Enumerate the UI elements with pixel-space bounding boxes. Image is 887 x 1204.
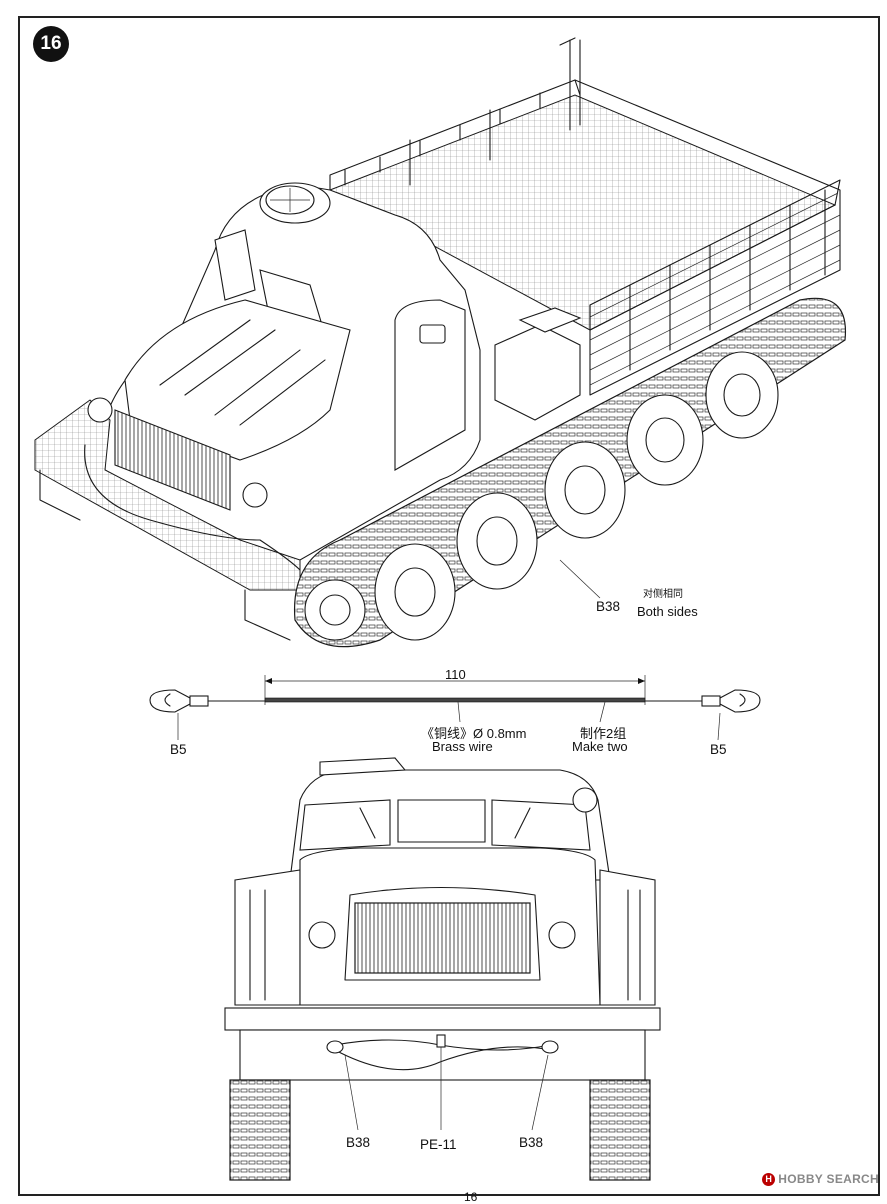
- roof-hatch: [259, 182, 331, 224]
- track-right: [589, 1079, 651, 1181]
- label-both-sides-en: Both sides: [637, 604, 698, 619]
- page-number: 16: [464, 1190, 478, 1204]
- label-b5-left: B5: [170, 742, 187, 757]
- wire-eye-terminal-icon: [149, 689, 266, 713]
- brass-wire: [264, 697, 646, 703]
- tow-cable-part: [149, 675, 761, 741]
- label-b38-top: B38: [596, 599, 621, 614]
- front-grille: [114, 409, 231, 511]
- front-window-center: [397, 799, 486, 843]
- label-b38-bottom-right: B38: [519, 1135, 544, 1150]
- hobby-search-logo-icon: H: [762, 1173, 776, 1186]
- label-wire-spec-cn: 《铜线》Ø 0.8mm: [421, 726, 527, 741]
- label-wire-spec-en: Brass wire: [432, 739, 493, 754]
- front-window-right: [491, 799, 591, 851]
- windshield-left: [214, 229, 256, 301]
- dimension-110: 110: [445, 667, 466, 682]
- label-both-sides-cn: 对侧相同: [643, 589, 683, 600]
- label-make-two-en: Make two: [572, 739, 628, 754]
- vehicle-iso-view: [34, 37, 847, 648]
- track-left: [229, 1079, 291, 1181]
- front-grille-front: [354, 902, 531, 974]
- label-b38-bottom-left: B38: [346, 1135, 371, 1150]
- wire-eye-terminal-icon: [644, 689, 761, 713]
- label-b5-right: B5: [710, 742, 727, 757]
- step-number-badge: 16: [33, 26, 69, 62]
- front-window-left: [299, 799, 391, 851]
- label-pe11: PE-11: [420, 1137, 457, 1152]
- road-wheels: [374, 351, 779, 641]
- page-border: [18, 16, 880, 1196]
- vehicle-front-view: [224, 757, 661, 1181]
- label-make-two-cn: 制作2组: [580, 726, 627, 741]
- hood: [124, 299, 351, 461]
